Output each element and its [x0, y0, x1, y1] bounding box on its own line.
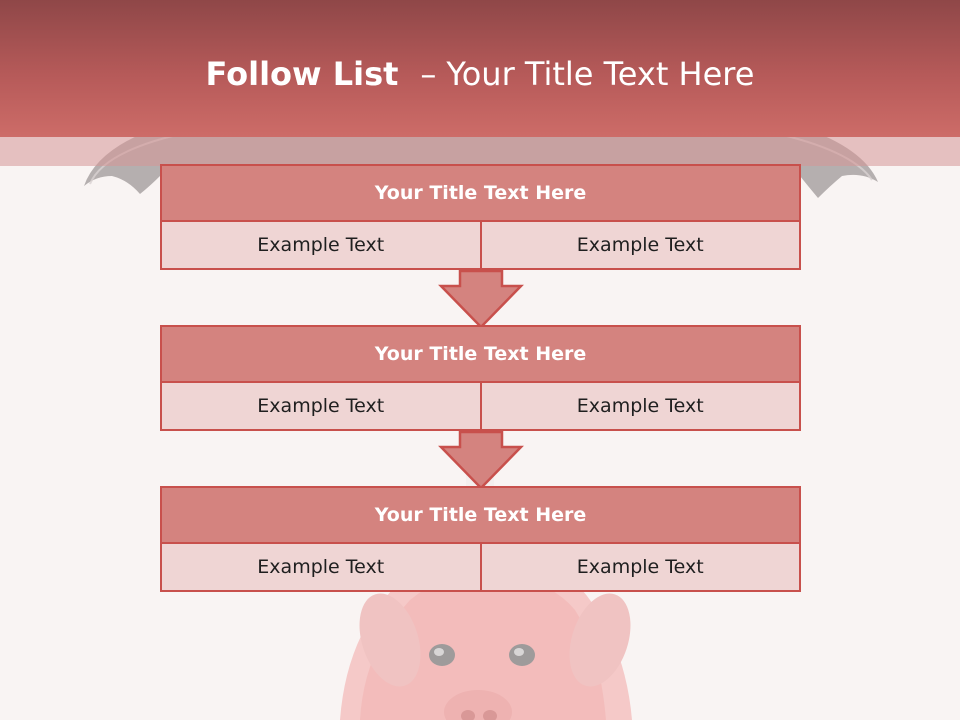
step-row: Example Text Example Text [162, 383, 799, 429]
page-title-bold: Follow List [205, 55, 399, 93]
step-cell-right: Example Text [479, 544, 800, 590]
step-cell-left: Example Text [257, 556, 385, 578]
step-box-3: Your Title Text Here Example Text Exampl… [160, 486, 801, 592]
step-title: Your Title Text Here [162, 327, 799, 383]
step-cell-left: Example Text [257, 234, 385, 256]
down-arrow-icon [438, 270, 524, 329]
page-title-rest: Your Title Text Here [446, 55, 755, 93]
step-cell-right: Example Text [479, 222, 800, 268]
down-arrow-icon [438, 431, 524, 490]
page-title-separator: – [420, 55, 437, 93]
header-bar [0, 0, 960, 137]
step-row: Example Text Example Text [162, 544, 799, 590]
header-accent-strip [0, 137, 960, 166]
page-title: Follow List–Your Title Text Here [0, 52, 960, 96]
step-row: Example Text Example Text [162, 222, 799, 268]
step-box-2: Your Title Text Here Example Text Exampl… [160, 325, 801, 431]
step-cell-right: Example Text [479, 383, 800, 429]
step-title: Your Title Text Here [162, 488, 799, 544]
step-title: Your Title Text Here [162, 166, 799, 222]
step-cell-left: Example Text [257, 395, 385, 417]
step-box-1: Your Title Text Here Example Text Exampl… [160, 164, 801, 270]
